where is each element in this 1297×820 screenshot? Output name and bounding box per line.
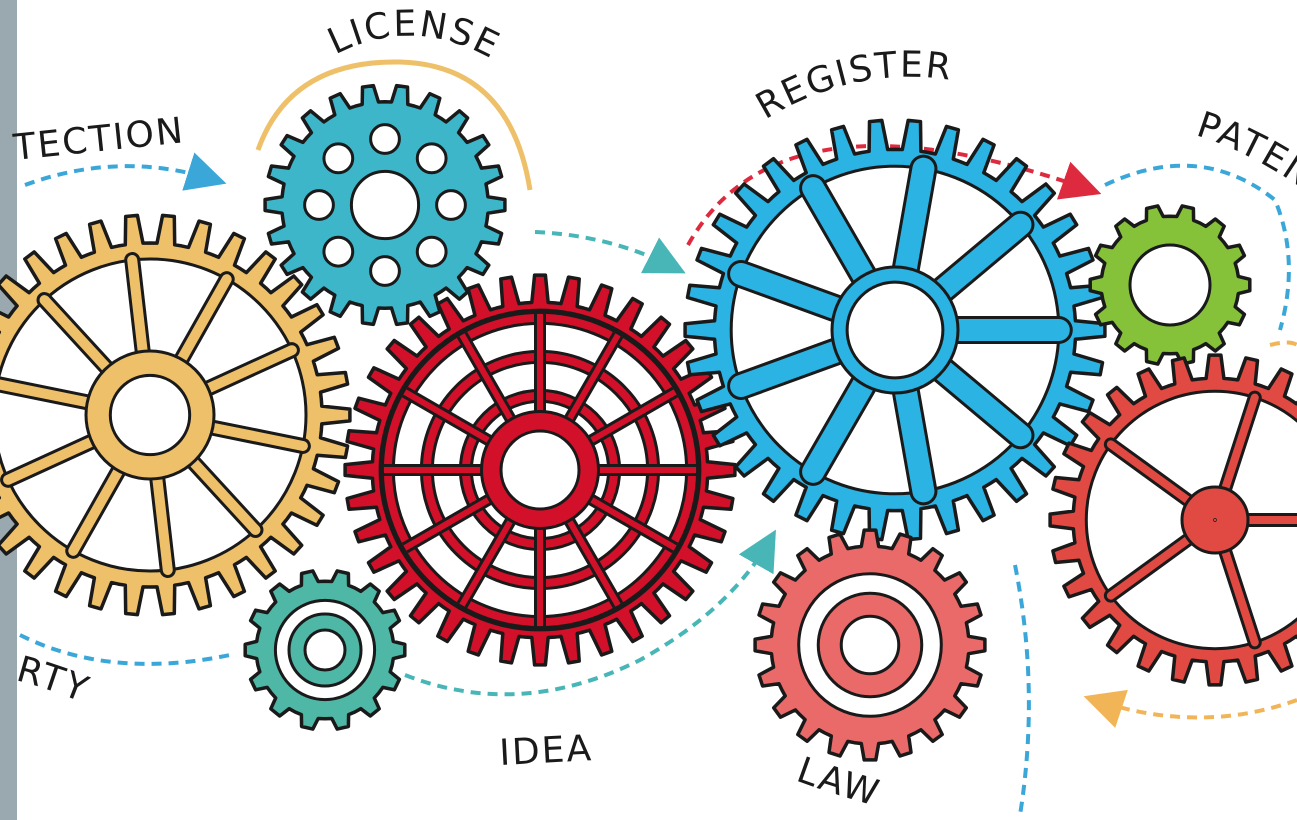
label-register: REGISTER bbox=[749, 45, 955, 128]
arrow-law bbox=[1013, 564, 1031, 816]
gears-layer bbox=[0, 83, 1297, 762]
gear-pink-law bbox=[753, 528, 987, 762]
gear-teal-license bbox=[263, 83, 507, 327]
gear-seagreen bbox=[243, 569, 407, 731]
label-patent: PATEN bbox=[1192, 104, 1297, 197]
arrow-idea bbox=[404, 529, 776, 697]
arrow-property bbox=[19, 633, 231, 666]
label-idea: IDEA bbox=[498, 728, 594, 774]
gear-blue-register bbox=[683, 118, 1107, 542]
arrow-patent bbox=[1104, 163, 1291, 331]
arrow-patent-bottom bbox=[1083, 689, 1297, 728]
gear-red-idea bbox=[343, 273, 737, 667]
gear-coral-patent bbox=[1048, 353, 1297, 687]
arrow-license-idea bbox=[534, 230, 686, 274]
arc-license-top bbox=[255, 59, 533, 191]
gear-green bbox=[1088, 204, 1252, 366]
label-license: LICENSE bbox=[322, 4, 507, 68]
gear-yellow bbox=[0, 213, 352, 617]
arrow-protection bbox=[24, 152, 227, 191]
arc-patent-right bbox=[1269, 340, 1297, 347]
label-property: RTY bbox=[13, 649, 96, 711]
label-protection: TECTION bbox=[11, 110, 187, 169]
